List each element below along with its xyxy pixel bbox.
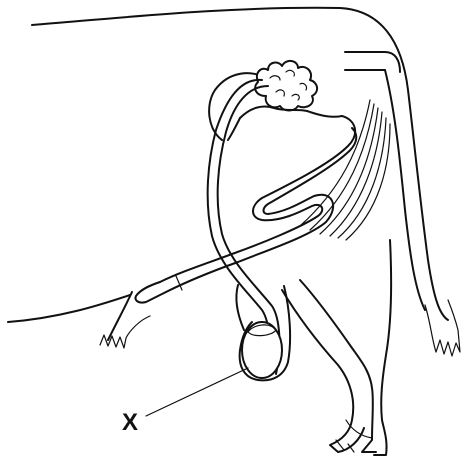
label-x-leader-line <box>146 368 248 416</box>
body-outline <box>32 8 448 320</box>
testis <box>242 322 282 378</box>
hind-legs <box>282 240 391 455</box>
tail-switch <box>425 300 460 356</box>
belly-outline <box>8 292 150 348</box>
label-x: X <box>122 409 138 436</box>
